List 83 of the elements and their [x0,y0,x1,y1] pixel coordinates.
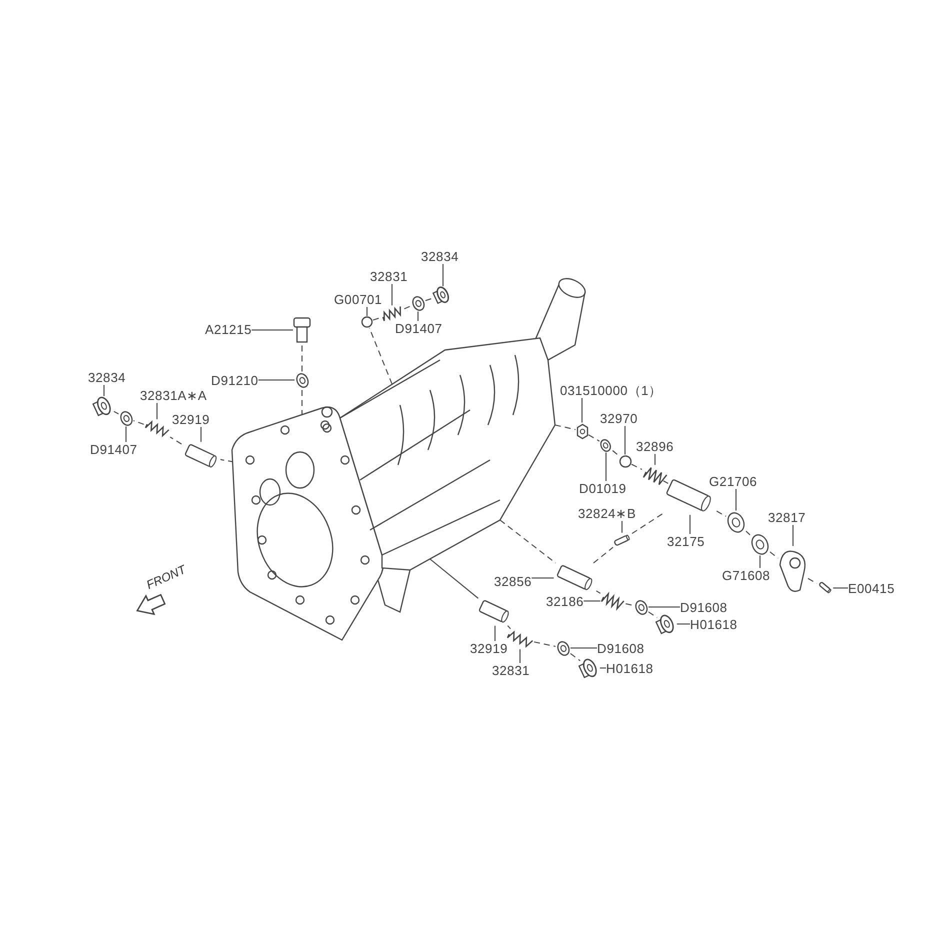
part-number: G21706 [709,474,758,489]
part-number: 031510000（1） [560,383,662,398]
plug-drawing [657,614,677,634]
washer-drawing [556,640,570,656]
part-number: 32919 [172,412,210,427]
assembly-line [220,459,234,462]
assembly-line [632,512,664,534]
part-number: 32834 [421,249,459,264]
assembly-line [648,611,658,618]
spring-drawing [642,464,668,488]
part-number: D91608 [597,641,644,656]
assembly-line [404,306,412,310]
leader-line [442,264,444,287]
leader-line [624,426,626,455]
washer-drawing [118,410,134,426]
assembly-line [716,510,726,517]
part-number: 32817 [768,510,806,525]
assembly-line [534,641,556,647]
spring-drawing [506,628,534,650]
assembly-line [612,450,619,456]
spring-drawing [144,419,170,439]
ball-drawing [361,316,373,328]
washer-drawing [294,372,310,388]
assembly-line [500,520,556,564]
leader-line [200,426,202,442]
washer-drawing [726,510,746,534]
part-number: D91608 [680,600,728,615]
part-number: 32831 [492,663,530,678]
washer-drawing [410,294,426,312]
part-number: D91407 [395,321,442,336]
part-number: 32896 [636,439,674,454]
leader-line [654,454,656,466]
part-number: A21215 [205,322,252,337]
washer-drawing [750,532,770,556]
part-number: E00415 [848,581,895,596]
part-number: 32175 [667,534,705,549]
bolt-drawing [293,316,311,344]
assembly-line [430,558,479,599]
part-number: H01618 [690,617,738,632]
part-number: 32831A∗A [140,388,207,403]
part-number: 32834 [88,370,126,385]
leader-line [792,524,794,546]
assembly-line [770,551,778,559]
leader-line [366,306,368,316]
assembly-line [631,464,642,470]
assembly-line [625,603,634,606]
plug-drawing [580,658,600,678]
washer-drawing [634,598,648,616]
assembly-line [554,424,576,430]
leader-line [156,402,158,420]
part-number: D01019 [579,481,626,496]
part-number: 32824∗B [578,506,636,521]
part-number: 32186 [546,594,584,609]
part-number: G71608 [722,568,770,583]
part-number: G00701 [334,292,382,307]
assembly-line [596,590,601,594]
nut-drawing [576,422,588,440]
assembly-line [570,653,581,662]
part-number: 32970 [600,411,638,426]
leader-line [494,625,496,642]
assembly-line [113,410,120,414]
part-number: 32856 [494,574,532,589]
assembly-line [170,436,182,445]
spring-drawing [600,590,626,612]
assembly-line [507,625,512,630]
part-number: H01618 [606,661,654,676]
plug-drawing [434,286,452,304]
assembly-line [372,317,380,321]
leader-line [583,600,601,602]
assembly-line [588,434,600,442]
plug-drawing [94,396,114,416]
leader-line [648,606,680,608]
assembly-line [746,530,750,536]
part-number: 32831 [370,269,408,284]
assembly-line [132,420,144,425]
assembly-line [593,546,614,564]
part-number: D91210 [211,373,258,388]
assembly-line [662,480,669,484]
ball-drawing [618,454,632,468]
washer-drawing [599,438,613,452]
part-number: D91407 [90,442,138,457]
part-number: 32919 [470,641,508,656]
assembly-line [368,328,392,384]
